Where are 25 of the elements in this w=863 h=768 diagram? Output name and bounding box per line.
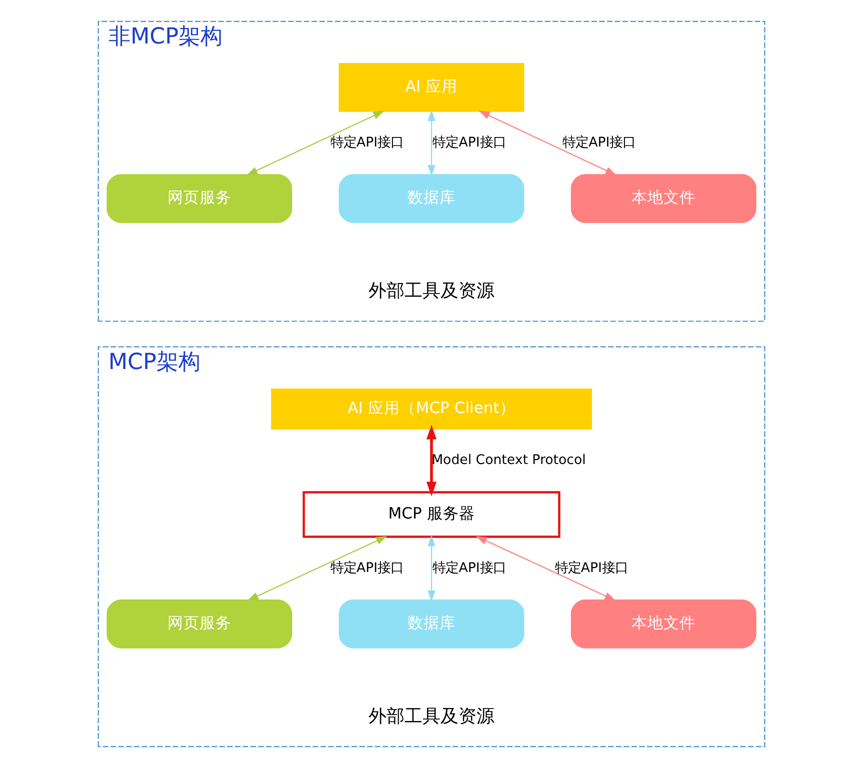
arrow	[428, 535, 436, 602]
edge-label: 特定API接口	[330, 560, 404, 576]
arrow	[246, 110, 384, 176]
arrow	[426, 424, 437, 496]
label: 外部工具及资源	[368, 282, 494, 302]
edge-label: 特定API接口	[330, 135, 404, 150]
node-box: 网页服务	[106, 174, 292, 223]
arrow	[428, 110, 436, 176]
node-box: 网页服务	[106, 599, 292, 648]
node-box: 数据库	[338, 599, 524, 648]
edge-label: 特定API接口	[554, 560, 628, 576]
edge-label: Model Context Protocol	[432, 453, 586, 468]
node-box: 数据库	[338, 174, 524, 223]
node-box: AI 应用	[338, 63, 524, 112]
node-box: 本地文件	[570, 599, 756, 648]
node-box: MCP 服务器	[302, 491, 560, 538]
edge-label: 特定API接口	[432, 560, 506, 576]
label: 外部工具及资源	[368, 706, 494, 727]
arrow	[247, 536, 388, 601]
edge-label: 特定API接口	[562, 135, 636, 150]
node-box: AI 应用（MCP Client）	[271, 388, 592, 430]
arrow	[476, 536, 616, 601]
node-box: 本地文件	[570, 174, 756, 223]
arrow	[478, 110, 617, 176]
edge-label: 特定API接口	[432, 135, 506, 150]
